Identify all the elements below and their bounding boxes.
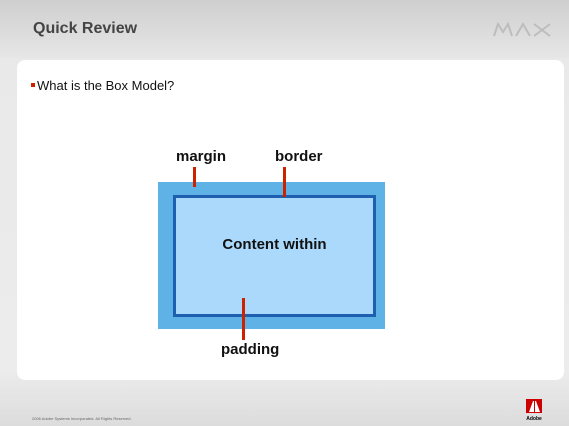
content-label: Content within — [222, 236, 327, 253]
svg-text:Adobe: Adobe — [526, 416, 542, 421]
slide-title: Quick Review — [33, 20, 138, 37]
slide-header: Quick Review — [0, 0, 569, 58]
content-panel: What is the Box Model? margin border Con… — [17, 60, 564, 380]
border-pointer — [283, 167, 286, 197]
padding-pointer — [242, 298, 245, 340]
padding-label: padding — [221, 341, 280, 358]
border-box: Content within — [173, 195, 376, 317]
adobe-logo: Adobe — [526, 399, 542, 421]
bullet-icon — [31, 83, 35, 87]
margin-label: margin — [176, 148, 227, 165]
footer-copyright: 2006 Adobe Systems Incorporated. All Rig… — [32, 416, 132, 421]
border-label: border — [275, 148, 323, 165]
bullet-text: What is the Box Model? — [37, 78, 175, 93]
max-logo — [493, 22, 551, 37]
margin-pointer — [193, 167, 196, 187]
